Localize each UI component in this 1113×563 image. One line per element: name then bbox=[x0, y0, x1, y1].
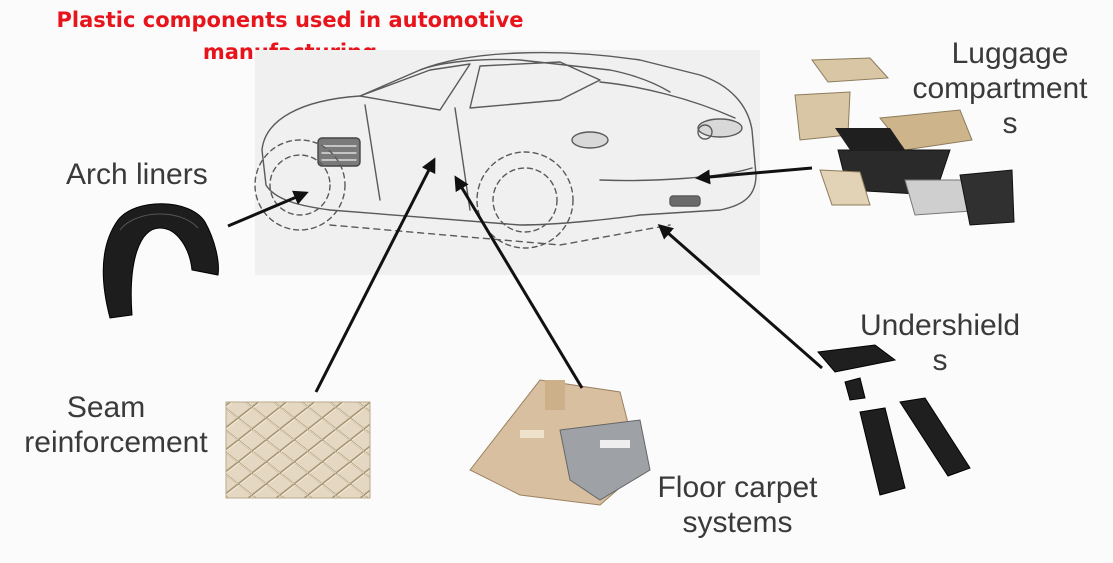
arch-label-line-1: Arch liners bbox=[66, 158, 208, 191]
label-undershields: Undershield s bbox=[845, 308, 1035, 378]
illustration-shape bbox=[817, 344, 897, 373]
car-windshield bbox=[359, 63, 471, 111]
illustration-shape bbox=[819, 169, 871, 206]
title-line-1: Plastic components used in automotive bbox=[56, 8, 524, 32]
car-logo bbox=[697, 124, 713, 140]
car-door-line bbox=[364, 104, 471, 211]
car-trunk-line bbox=[599, 81, 736, 119]
car-vent-lines bbox=[321, 145, 357, 161]
illustration-shape bbox=[844, 377, 866, 401]
undershield-label-line-1: Undershield bbox=[859, 309, 1021, 342]
undershields-image bbox=[817, 344, 971, 496]
arch-liner-image bbox=[102, 203, 219, 319]
illustration-shape bbox=[859, 407, 906, 496]
illustration-shape bbox=[959, 169, 1015, 226]
luggage-label-line-1: Luggage bbox=[951, 37, 1069, 70]
label-seam-reinforcement: Seam reinforcement bbox=[12, 390, 220, 460]
arrow-floor bbox=[454, 175, 584, 389]
seam-label-line-1: Seam bbox=[66, 391, 146, 424]
illustration-shape bbox=[600, 440, 630, 448]
illustration-shape bbox=[119, 213, 199, 231]
arrow-seam bbox=[314, 157, 436, 393]
car-rear-bumper bbox=[599, 167, 753, 182]
car-rear-wheel-inner bbox=[492, 167, 558, 233]
label-luggage-compartments: Luggage compartment s bbox=[912, 36, 1090, 141]
car-front-wheel bbox=[254, 139, 346, 231]
car-rear-wheel bbox=[476, 151, 574, 249]
illustration-shape bbox=[811, 57, 890, 83]
illustration-shape bbox=[102, 203, 219, 319]
car-exhaust bbox=[669, 195, 701, 207]
undershield-label-line-2: s bbox=[932, 344, 948, 377]
luggage-parts-image bbox=[794, 57, 1015, 226]
seam-label-line-2: reinforcement bbox=[24, 426, 208, 459]
label-floor-carpet-systems: Floor carpet systems bbox=[640, 470, 835, 540]
label-arch-liners: Arch liners bbox=[66, 157, 208, 192]
car-tail-light-2 bbox=[697, 118, 743, 138]
pointer-arrows bbox=[227, 157, 823, 393]
floor-label-line-1: Floor carpet bbox=[657, 471, 818, 504]
car-front-wheel-inner bbox=[269, 154, 331, 216]
seam-fabric-image bbox=[225, 401, 371, 499]
illustration-shape bbox=[835, 128, 905, 150]
car-sketch bbox=[254, 51, 757, 249]
floor-carpet-image bbox=[469, 379, 651, 506]
illustration-shape bbox=[520, 430, 544, 438]
luggage-label-line-3: s bbox=[1002, 107, 1018, 140]
arrow-undershield bbox=[657, 224, 823, 370]
arrow-arch bbox=[227, 190, 309, 228]
car-tail-light bbox=[571, 131, 609, 149]
car-side-vent bbox=[317, 137, 361, 167]
illustration-shape bbox=[899, 397, 971, 477]
illustration-shape bbox=[545, 380, 565, 410]
car-side-window bbox=[469, 61, 601, 109]
car-roof-line bbox=[419, 58, 671, 93]
luggage-label-line-2: compartment bbox=[912, 72, 1088, 105]
car-undershield-dashed bbox=[329, 224, 671, 246]
floor-label-line-2: systems bbox=[682, 506, 793, 539]
arrow-luggage bbox=[695, 166, 813, 185]
